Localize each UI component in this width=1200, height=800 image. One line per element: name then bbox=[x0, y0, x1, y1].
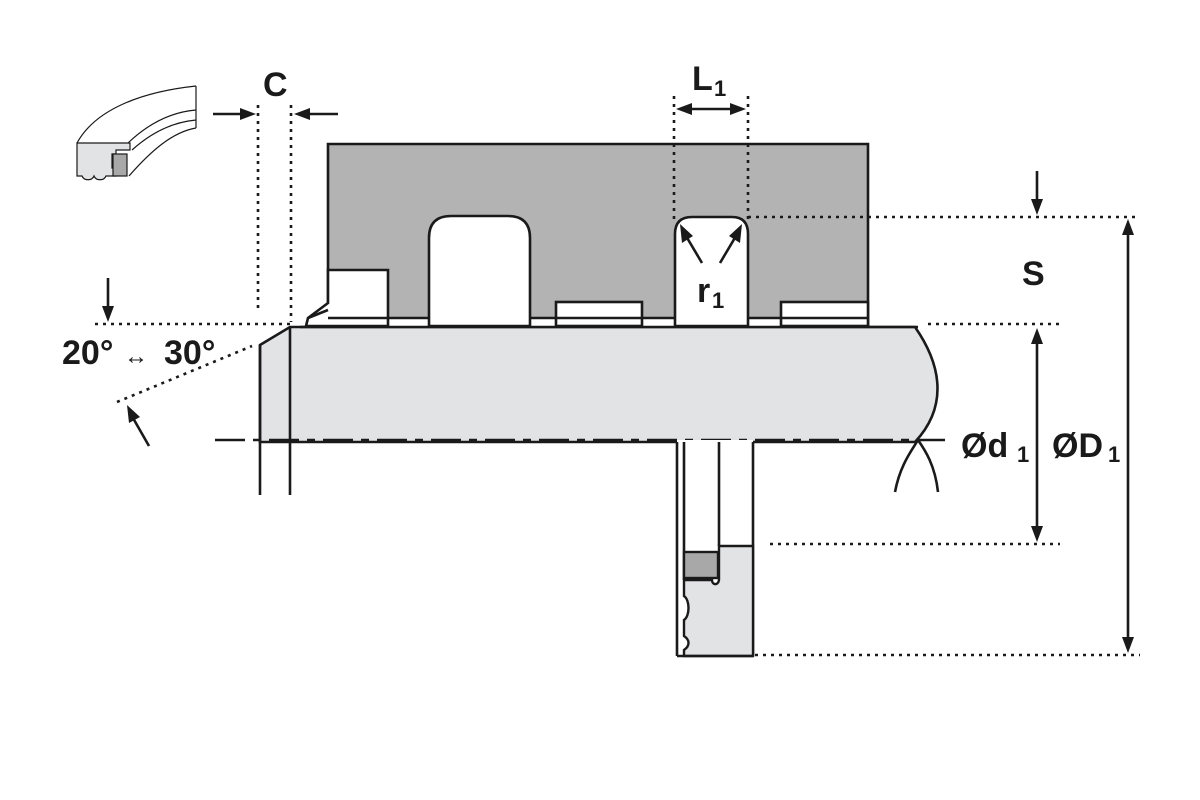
dimension-c: C bbox=[213, 66, 338, 322]
label-c: C bbox=[263, 66, 288, 104]
dimension-s: S bbox=[748, 171, 1138, 326]
rod bbox=[258, 325, 939, 495]
dimension-l1: L 1 bbox=[672, 60, 750, 220]
dimension-big-d1: ØD 1 bbox=[755, 219, 1140, 657]
lead-in-chamfer bbox=[304, 268, 390, 328]
seal-cross-section bbox=[675, 440, 755, 658]
label-angle-min: 20° bbox=[62, 334, 113, 372]
label-angle-arrow: ↔ bbox=[124, 343, 148, 370]
centerline bbox=[215, 437, 945, 493]
label-d1: Ød bbox=[961, 427, 1008, 465]
dimension-d1: Ød 1 bbox=[770, 328, 1060, 546]
seal-profile-thumbnail bbox=[76, 85, 197, 181]
label-big-d1: ØD bbox=[1052, 427, 1103, 465]
label-angle-max: 30° bbox=[164, 334, 215, 372]
guide-groove-2 bbox=[748, 300, 870, 328]
guide-groove-1 bbox=[530, 300, 675, 328]
label-l-subscript: 1 bbox=[714, 76, 726, 101]
main-seal-groove bbox=[388, 214, 532, 328]
label-r: r bbox=[697, 272, 710, 310]
label-s: S bbox=[1022, 255, 1045, 293]
label-big-d1-subscript: 1 bbox=[1108, 442, 1120, 467]
dimension-chamfer-angle: 20° ↔ 30° bbox=[62, 278, 290, 447]
housing bbox=[326, 142, 870, 328]
label-r-subscript: 1 bbox=[712, 288, 724, 313]
label-d1-subscript: 1 bbox=[1017, 442, 1029, 467]
dimension-r1: r 1 bbox=[680, 224, 742, 313]
label-l: L bbox=[692, 60, 713, 98]
